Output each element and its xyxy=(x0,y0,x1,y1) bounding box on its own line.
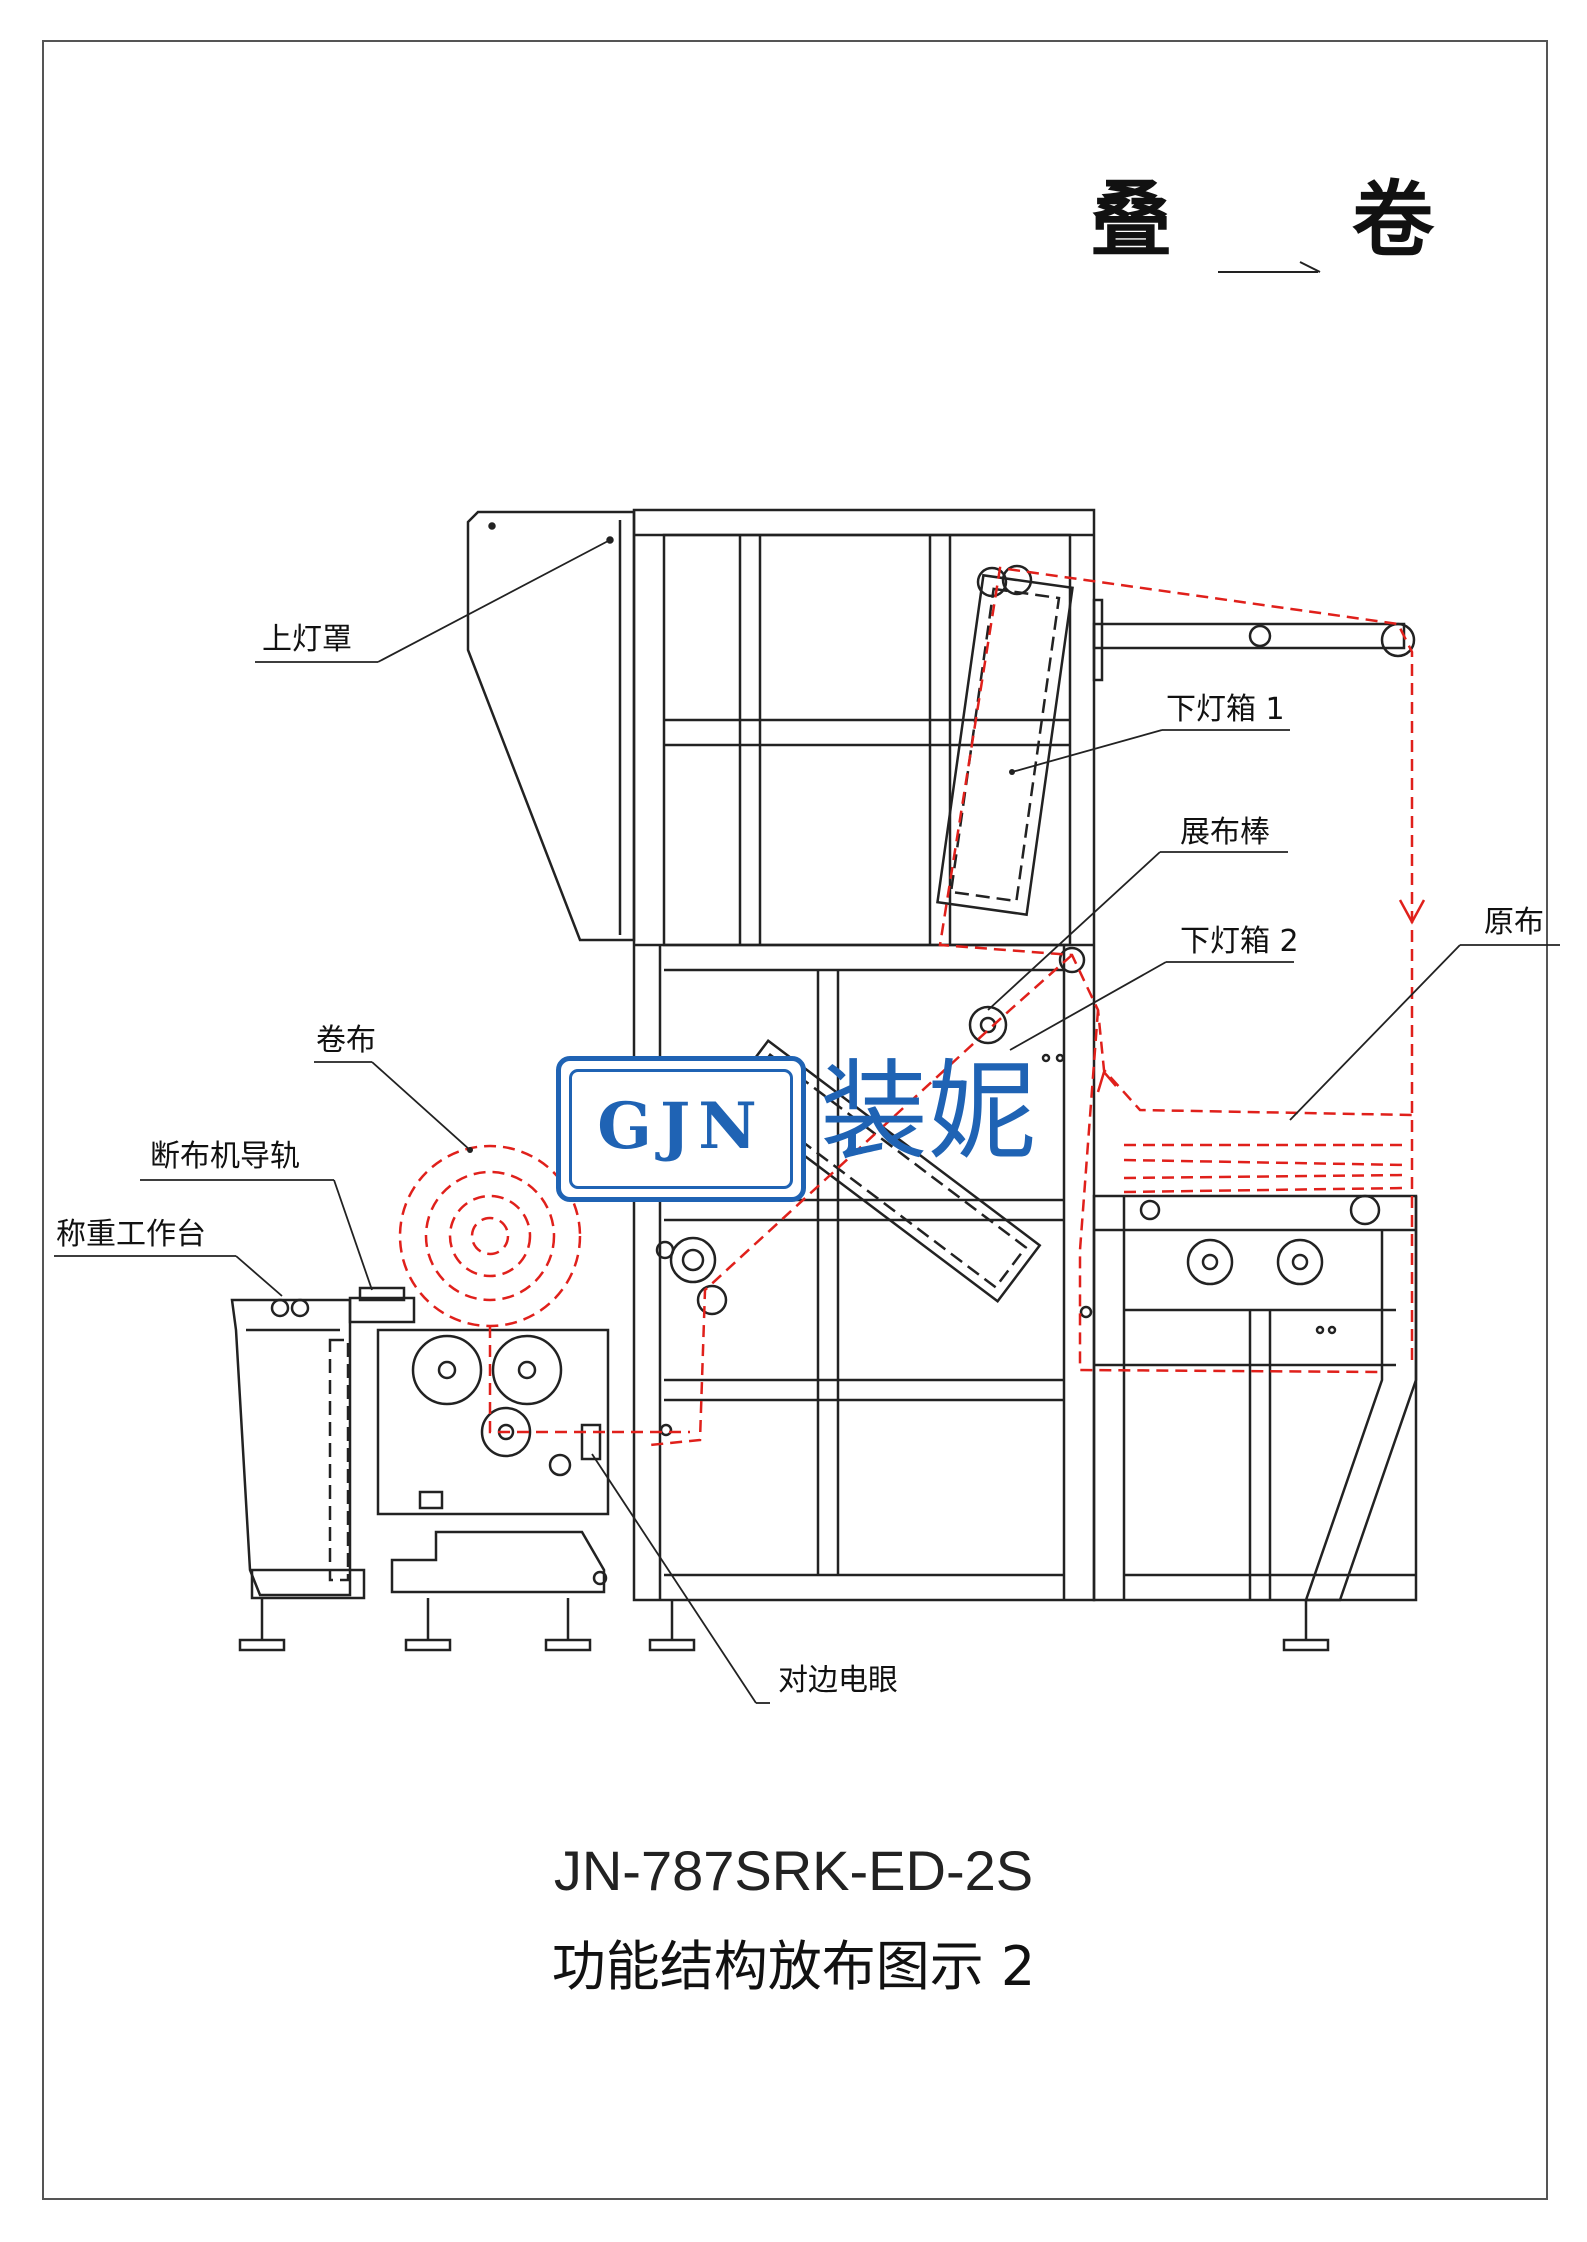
leveling-feet xyxy=(238,1598,1330,1652)
logo-badge: GJN xyxy=(556,1056,806,1202)
weighing-table xyxy=(230,1298,352,1597)
winder-cabinet xyxy=(376,1328,610,1516)
logo-badge-inner xyxy=(569,1069,793,1189)
label-fabric-roll: 卷布 xyxy=(316,1023,376,1058)
model-number: JN-787SRK-ED-2S xyxy=(553,1839,1034,1902)
machine-frame xyxy=(230,508,1418,1652)
label-weighing-table: 称重工作台 xyxy=(56,1217,206,1252)
label-cutter-guide-rail: 断布机导轨 xyxy=(150,1139,300,1174)
label-lower-lightbox-2: 下灯箱 2 xyxy=(1180,924,1299,959)
heading-char-left: 叠 xyxy=(1090,173,1173,268)
logo-latin: GJN xyxy=(597,1089,765,1164)
base-tray xyxy=(390,1530,606,1594)
label-edge-sensor: 对边电眼 xyxy=(778,1663,898,1698)
fabric-path xyxy=(398,566,1414,1447)
fabric-direction-arrow-icon-2 xyxy=(1096,1069,1117,1093)
logo-cjk: 装妮 xyxy=(820,1050,1037,1175)
heading-arrow-icon xyxy=(1218,261,1321,273)
leader-dots xyxy=(467,537,1015,1153)
fabric-direction-arrow-icon xyxy=(1398,899,1426,925)
output-frame xyxy=(1092,1194,1418,1602)
upper-lamp-cover xyxy=(466,510,636,942)
discharge-chute xyxy=(1304,1196,1418,1602)
leader-lines xyxy=(54,539,1560,1704)
label-raw-fabric: 原布 xyxy=(1484,905,1544,940)
cutter-guide-rail xyxy=(348,1296,416,1324)
label-spreader-bar: 展布棒 xyxy=(1180,815,1270,850)
page-frame xyxy=(42,40,1548,2200)
label-upper-lamp-cover: 上灯罩 xyxy=(262,622,352,657)
label-lower-lightbox-1: 下灯箱 1 xyxy=(1166,692,1285,727)
heading-char-right: 卷 xyxy=(1352,173,1435,268)
diagram-caption: 功能结构放布图示 2 xyxy=(551,1935,1036,1998)
